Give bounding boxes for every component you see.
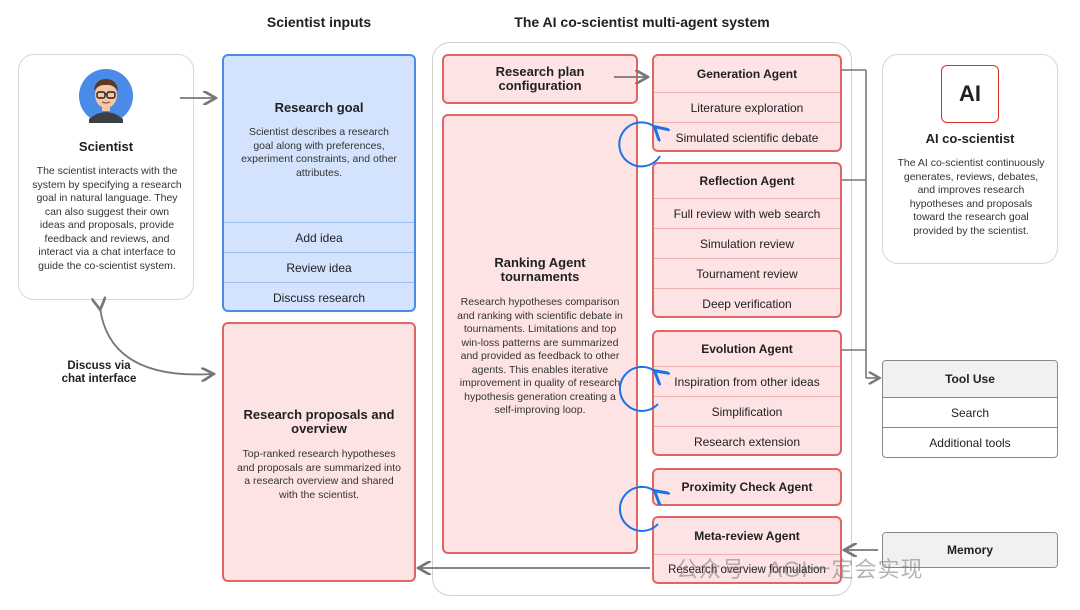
research-goal-box: Research goal Scientist describes a rese… [222,54,416,312]
plan-config-box: Research plan configuration [442,54,638,104]
tool-use-title: Tool Use [883,361,1057,397]
inspiration-item: Inspiration from other ideas [654,366,840,397]
ranking-box: Ranking Agent tournaments Research hypot… [442,114,638,554]
evolution-agent-box: Evolution Agent Inspiration from other i… [652,330,842,456]
generation-agent-title: Generation Agent [696,67,798,81]
scientist-description: The scientist interacts with the system … [32,165,182,272]
research-goal-description: Scientist describes a research goal alon… [241,126,397,179]
simulation-review-item: Simulation review [654,228,840,259]
research-extension-item: Research extension [654,426,840,457]
scientist-card: Scientist The scientist interacts with t… [18,54,194,300]
proposals-title: Research proposals and overview [243,407,395,436]
scientist-title: Scientist [78,139,134,154]
review-idea-button[interactable]: Review idea [224,252,414,283]
literature-exploration-item: Literature exploration [654,92,840,123]
header-scientist-inputs: Scientist inputs [266,14,372,30]
proximity-agent-title: Proximity Check Agent [681,480,813,494]
ai-co-scientist-title: AI co-scientist [925,131,1015,146]
research-goal-title: Research goal [274,100,364,115]
generation-agent-box: Generation Agent Literature exploration … [652,54,842,152]
evolution-agent-title: Evolution Agent [701,342,793,356]
full-review-item: Full review with web search [654,198,840,229]
tournament-review-item: Tournament review [654,258,840,289]
add-idea-button[interactable]: Add idea [224,222,414,253]
research-overview-item: Research overview formulation [654,554,840,585]
simulated-debate-item: Simulated scientific debate [654,122,840,153]
reflection-agent-box: Reflection Agent Full review with web se… [652,162,842,318]
ai-logo-icon: AI [941,65,999,123]
memory-title: Memory [883,533,1057,567]
ranking-description: Research hypotheses comparison and ranki… [457,296,623,416]
search-tool-item: Search [883,397,1057,428]
tool-use-box: Tool Use Search Additional tools [882,360,1058,458]
proposals-description: Top-ranked research hypotheses and propo… [236,448,401,501]
proximity-agent-box: Proximity Check Agent [652,468,842,506]
meta-review-agent-box: Meta-review Agent Research overview form… [652,516,842,584]
discuss-label: Discuss via chat interface [61,360,137,385]
deep-verification-item: Deep verification [654,288,840,319]
ai-co-scientist-card: AI AI co-scientist The AI co-scientist c… [882,54,1058,264]
proposals-box: Research proposals and overview Top-rank… [222,322,416,582]
additional-tools-item: Additional tools [883,427,1057,457]
simplification-item: Simplification [654,396,840,427]
discuss-research-button[interactable]: Discuss research [224,282,414,313]
reflection-agent-title: Reflection Agent [699,174,795,188]
meta-review-agent-title: Meta-review Agent [694,529,800,543]
scientist-avatar-icon [79,69,133,123]
ai-co-scientist-description: The AI co-scientist continuously generat… [897,157,1045,237]
plan-config-title: Research plan configuration [495,64,585,93]
memory-box: Memory [882,532,1058,568]
ranking-title: Ranking Agent tournaments [494,255,586,284]
watermark: 公众号 · AGI一定会实现 [676,557,924,582]
header-system: The AI co-scientist multi-agent system [514,14,770,30]
